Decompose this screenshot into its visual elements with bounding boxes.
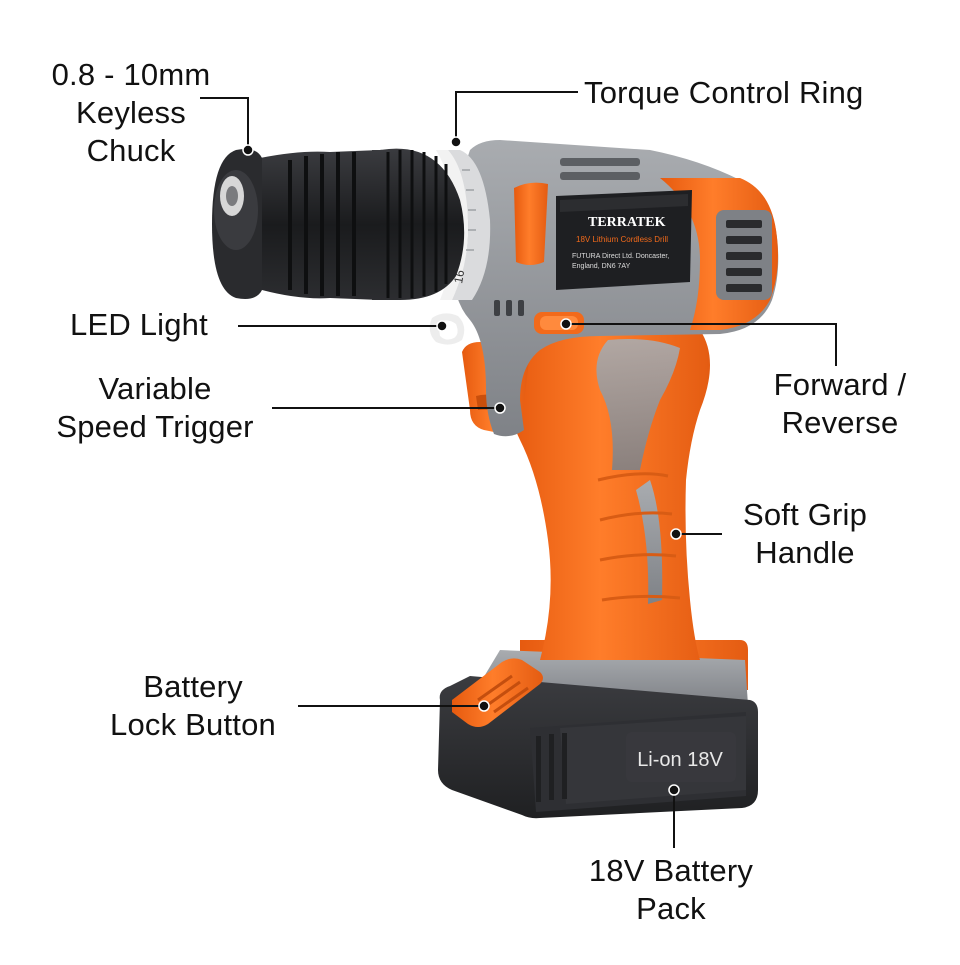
address-line-2: England, DN6 7AY <box>572 263 631 270</box>
chuck-leader <box>200 97 249 150</box>
battery-lock-button <box>452 658 543 727</box>
leader-dots <box>242 136 682 796</box>
direction-label-line-2: Reverse <box>781 405 899 440</box>
trigger-label-line-2: Speed Trigger <box>56 409 254 444</box>
direction-label-line-1: Forward / <box>773 367 907 402</box>
torque-label-line-1: Torque Control Ring <box>584 75 864 110</box>
torque-label: Torque Control Ring <box>584 74 864 112</box>
motor-housing: TERRATEK 18V Lithium Cordless Drill FUTU… <box>452 140 779 437</box>
battery-voltage-text: Li-on 18V <box>637 749 723 771</box>
battery-label: 18V Battery Pack <box>566 852 776 928</box>
led-label-line-1: LED Light <box>70 307 208 342</box>
battery-pack: Li-on 18V <box>438 640 758 819</box>
trigger-label-line-1: Variable <box>98 371 212 406</box>
grip-label: Soft Grip Handle <box>722 496 888 572</box>
rear-vents <box>716 210 772 300</box>
led-light <box>429 313 465 345</box>
battery-label-line-1: 18V Battery <box>588 853 754 888</box>
handle <box>510 319 710 660</box>
grip-label-line-2: Handle <box>755 535 855 570</box>
lock-label-line-2: Lock Button <box>110 707 276 742</box>
chuck-label-line-3: Chuck <box>86 133 176 168</box>
torque-leader <box>455 91 578 140</box>
grip-label-line-1: Soft Grip <box>742 497 868 532</box>
chuck-label-line-1: 0.8 - 10mm <box>51 57 211 92</box>
lock-label-line-1: Battery <box>143 669 243 704</box>
direction-leader <box>568 323 837 366</box>
chuck-label-line-2: Keyless <box>76 95 186 130</box>
leader-lines <box>200 91 837 848</box>
model-text: 18V Lithium Cordless Drill <box>576 235 668 244</box>
chuck-label: 0.8 - 10mm Keyless Chuck <box>20 56 242 170</box>
direction-label: Forward / Reverse <box>748 366 932 442</box>
lock-label: Battery Lock Button <box>88 668 298 744</box>
trigger-label: Variable Speed Trigger <box>40 370 270 446</box>
product-label: TERRATEK 18V Lithium Cordless Drill FUTU… <box>556 190 692 290</box>
keyless-chuck <box>212 148 465 300</box>
led-label: LED Light <box>70 306 208 344</box>
battery-label-line-2: Pack <box>636 891 706 926</box>
address-line-1: FUTURA Direct Ltd. Doncaster, <box>572 253 669 260</box>
brand-text: TERRATEK <box>588 215 666 230</box>
